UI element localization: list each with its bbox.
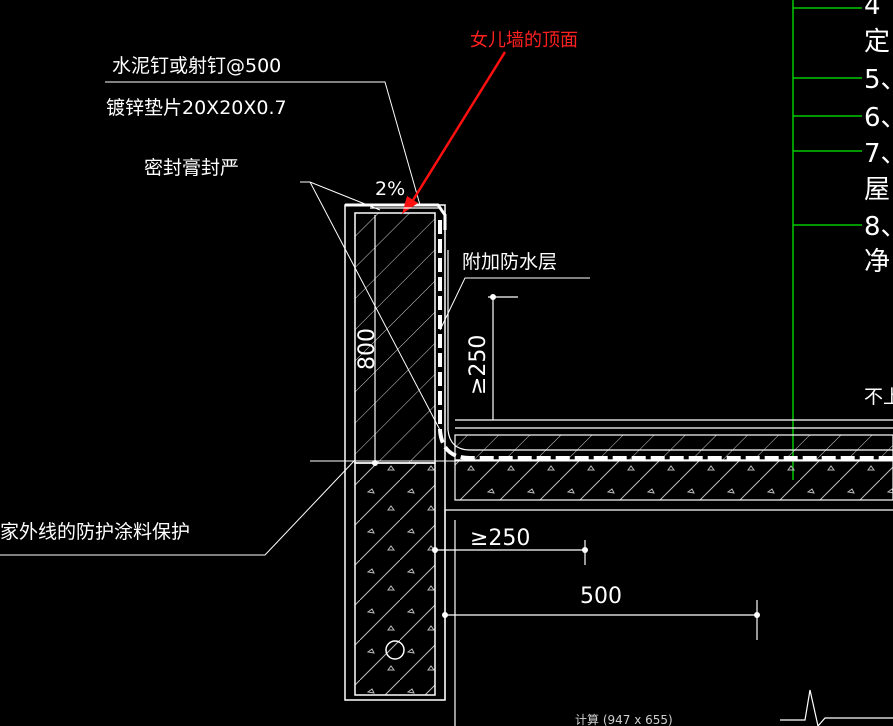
dimension-ticks xyxy=(372,294,760,618)
dim-up-250: ≥250 xyxy=(466,335,491,395)
side-note: 8、 xyxy=(864,212,893,242)
dim-slope: 2% xyxy=(375,178,405,200)
side-notes: 4 定 5、 6、 7、 屋 8、 净 不上 xyxy=(864,0,893,408)
parapet-wall xyxy=(344,204,446,701)
break-symbol xyxy=(780,689,893,726)
side-note: 6、 xyxy=(864,103,893,133)
side-note: 屋 xyxy=(864,175,890,205)
side-note: 不上 xyxy=(864,386,893,408)
annotation-parapet-top: 女儿墙的顶面 xyxy=(470,30,578,51)
label-waterproof: 附加防水层 xyxy=(462,251,557,273)
footer-caption: 计算 (947 x 655) xyxy=(575,712,673,726)
side-note: 净 xyxy=(864,247,890,277)
label-seal: 密封膏封严 xyxy=(144,156,239,179)
green-grid-lines xyxy=(792,0,862,480)
roof-slab xyxy=(444,419,893,726)
label-protect: 家外线的防护涂料保护 xyxy=(0,521,190,543)
label-nail: 水泥钉或射钉@500 xyxy=(112,55,281,77)
dimension-lines xyxy=(370,207,758,640)
side-note: 4 xyxy=(864,0,881,21)
dim-h-250: ≥250 xyxy=(470,526,530,551)
dim-500: 500 xyxy=(580,584,622,609)
red-arrow xyxy=(402,51,507,214)
side-note: 5、 xyxy=(864,65,893,95)
dim-height: 800 xyxy=(355,328,380,370)
waterproof-layer xyxy=(345,203,893,460)
side-note: 7、 xyxy=(864,139,893,169)
side-note: 定 xyxy=(864,27,890,57)
label-washer: 镀锌垫片20X20X0.7 xyxy=(106,97,287,119)
